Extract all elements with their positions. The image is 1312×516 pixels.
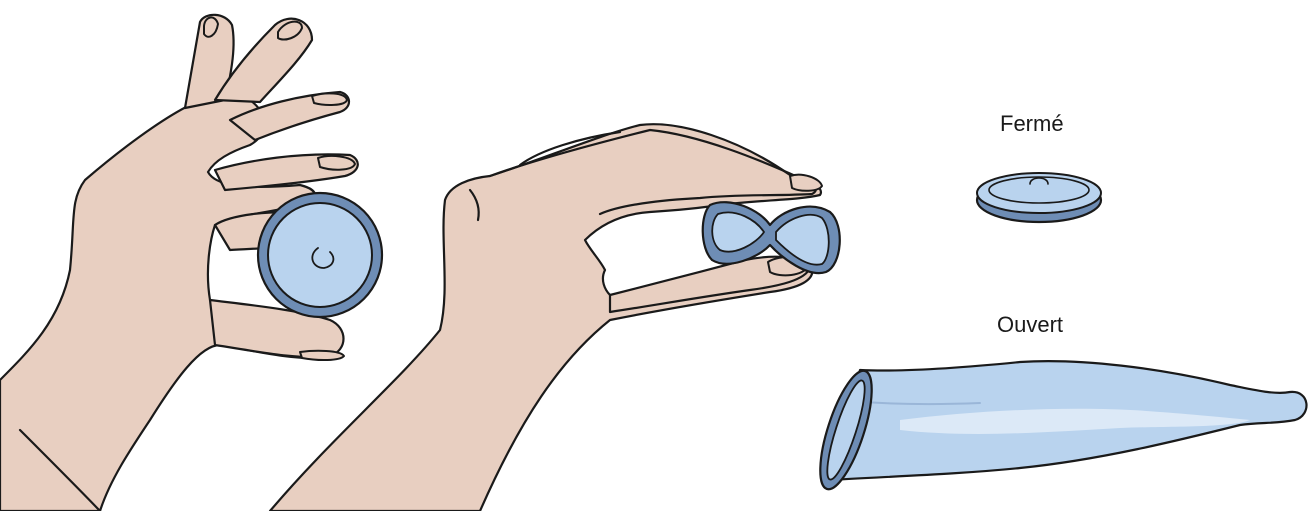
closed-label: Fermé [1000, 113, 1064, 135]
open-condom [810, 361, 1307, 494]
rolled-condom-front [258, 193, 382, 317]
right-hand [270, 124, 821, 511]
closed-condom [977, 173, 1101, 222]
open-label: Ouvert [997, 314, 1063, 336]
right-hand-back [270, 124, 821, 511]
